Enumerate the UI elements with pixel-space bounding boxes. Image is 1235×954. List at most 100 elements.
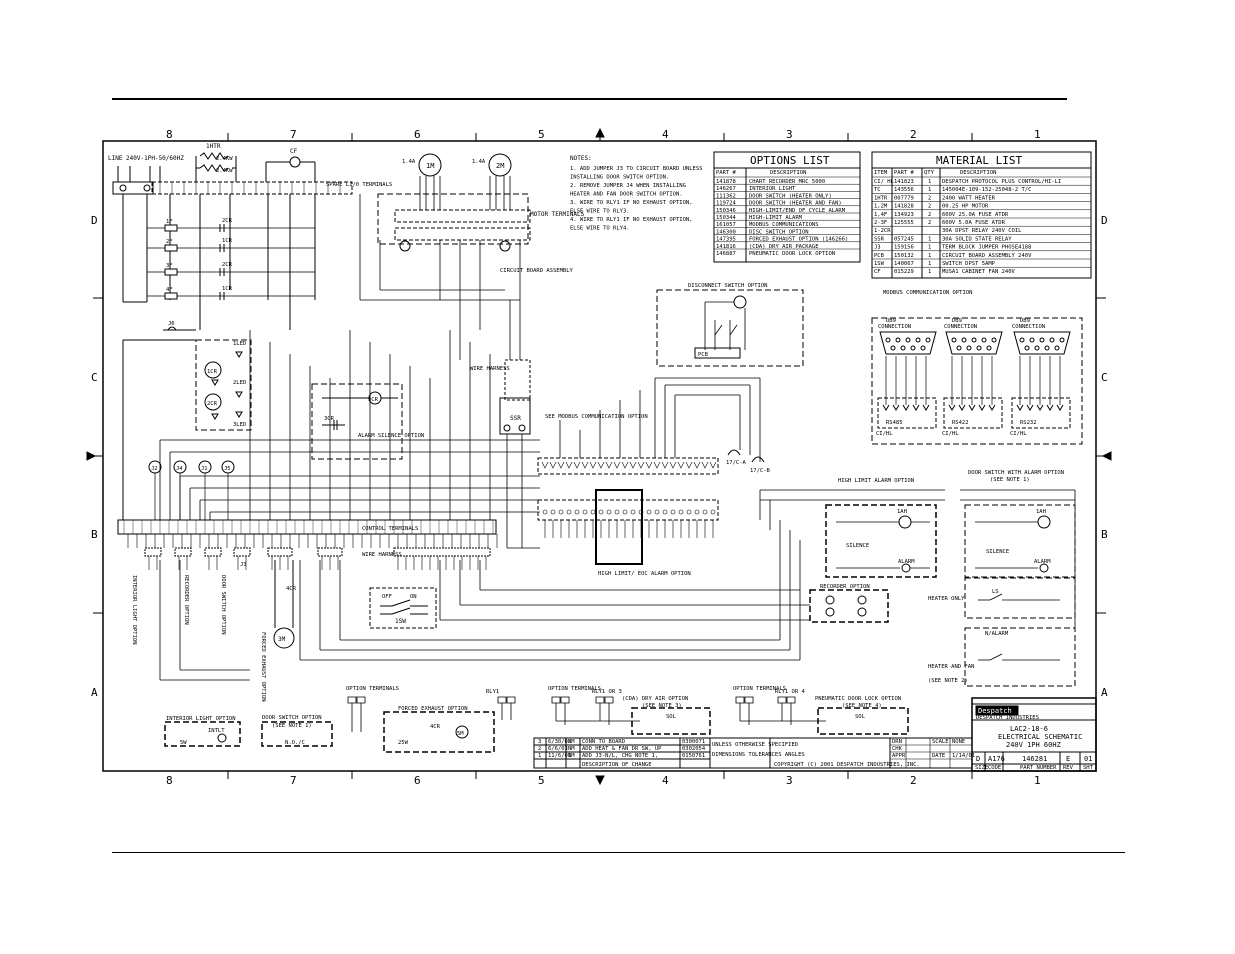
- material-item: TC: [874, 187, 881, 193]
- note-line: 2. REMOVE JUMPER J4 WHEN INSTALLING: [570, 183, 686, 189]
- motor-terminal-strip: [394, 209, 531, 223]
- drawn-label: DRN: [892, 739, 902, 745]
- alarm-silence-contact: 3CR: [324, 416, 335, 422]
- pneumatic-note: (SEE NOTE 4): [842, 703, 882, 709]
- n-alarm-label: N/ALARM: [985, 631, 1009, 637]
- grid-col-bottom-6: 6: [414, 774, 421, 787]
- wire-harness-label-2: WIRE HARNESS: [362, 552, 402, 558]
- jumper-label: J4: [176, 466, 183, 472]
- led-relay-block: 1CR 2CR 1LED 2LED 3LED: [195, 339, 252, 431]
- high-limit-option-label: HIGH LIMIT/ EOC ALARM OPTION: [598, 571, 691, 577]
- pneumatic-box: [817, 707, 909, 735]
- fuse-icon: [164, 244, 178, 252]
- relay-terminal: [622, 509, 628, 515]
- material-item: 1,2M: [874, 204, 888, 210]
- modbus-terminal: [968, 404, 976, 411]
- svg-text:J6: J6: [168, 321, 175, 327]
- despatch-logo-sub: DESPATCH INDUSTRIES: [976, 715, 1039, 721]
- motor-1m-amps: 1.4A: [402, 159, 416, 165]
- material-qty: 1: [928, 236, 931, 242]
- date-value: 1/14/01: [952, 753, 975, 759]
- db9-pin: [986, 345, 992, 351]
- drawing-spec: 240V 1PH 60HZ: [1006, 741, 1061, 749]
- material-part: 007779: [894, 195, 914, 201]
- material-part: 057245: [894, 236, 914, 242]
- relay-terminal: [542, 509, 548, 515]
- bottom-rule: [112, 852, 1125, 853]
- db9-pin: [1019, 337, 1025, 343]
- modbus-protocol: RS232: [1020, 420, 1037, 426]
- switch-1sw-label: 1SW: [395, 618, 406, 625]
- pcb-label: PCB: [698, 352, 709, 358]
- comm-terminal: [629, 461, 637, 469]
- forced-exhaust-motor: 5M: [457, 731, 464, 737]
- ssr-box: [499, 397, 531, 435]
- line-voltage-label: LINE 240V-1PH-50/60HZ: [108, 155, 184, 162]
- modbus-terminal: [988, 404, 996, 411]
- title-footer-label: SIZE: [975, 765, 988, 771]
- material-item: 1-2CR: [874, 228, 891, 234]
- date-label: DATE: [932, 753, 945, 759]
- options-part: 146887: [716, 251, 736, 257]
- comm-terminal: [637, 461, 645, 469]
- material-desc: 145004E-109-152-25048-2 T/C: [942, 187, 1031, 193]
- disconnect-switch-box: [656, 289, 804, 367]
- revision-ecn: 0150761: [682, 753, 705, 759]
- db9-pin: [905, 337, 911, 343]
- material-part: 134923: [894, 212, 914, 218]
- relay-terminal: [686, 509, 692, 515]
- harness-connector: [174, 547, 192, 557]
- door-switch-contact: N.O./C: [285, 740, 305, 746]
- grid-row-right-A: A: [1101, 686, 1108, 699]
- material-qty: 1: [928, 253, 931, 259]
- comm-terminal: [693, 461, 701, 469]
- control-terminal-strip: [117, 519, 497, 535]
- db9-pin: [951, 337, 957, 343]
- comm-terminal: [589, 461, 597, 469]
- modbus-db9: DB9: [1020, 318, 1030, 324]
- db9-connector-icon: [879, 331, 937, 355]
- options-part: 141878: [716, 179, 736, 185]
- cda-title: (CDA) DRY AIR OPTION: [622, 696, 688, 702]
- comm-terminal: [677, 461, 685, 469]
- comm-terminal: [709, 461, 717, 469]
- options-part: 161057: [716, 222, 736, 228]
- relay-1cr-label: 1CR: [207, 369, 218, 375]
- door-alarm-alarm: ALARM: [1034, 559, 1051, 565]
- alarm-silence-label: ALARM SILENCE OPTION: [358, 433, 424, 439]
- despatch-logo: Despatch: [978, 707, 1012, 715]
- top-rule: [112, 98, 1067, 100]
- motor-1m-icon: [418, 153, 442, 177]
- material-part: 140067: [894, 261, 914, 267]
- switch-off-label: OFF: [382, 594, 392, 600]
- material-part: 141823: [894, 179, 914, 185]
- fuse-label: 4F: [166, 287, 173, 293]
- material-part: 125555: [894, 220, 914, 226]
- revision-date: 6/30/03: [548, 739, 571, 745]
- cda-note: (SEE NOTE 3): [642, 703, 682, 709]
- relay-terminal: [582, 509, 588, 515]
- db9-pin: [1029, 337, 1035, 343]
- revision-date: 11/6/01: [548, 753, 571, 759]
- door-switch-box: [261, 721, 333, 747]
- note-line: 4. WIRE TO RLY1 IF NO EXHAUST OPTION,: [570, 217, 693, 223]
- heater-fan-note: (SEE NOTE 2): [928, 678, 968, 684]
- door-alarm-relay: 1AH: [1036, 509, 1046, 515]
- doc-code: A176: [988, 755, 1005, 763]
- db9-pin: [895, 337, 901, 343]
- title-footer-label: CODE: [988, 765, 1001, 771]
- material-item: 1HTR: [874, 195, 888, 201]
- relay-terminal: [694, 509, 700, 515]
- modbus-title: MODBUS COMMUNICATION OPTION: [883, 290, 972, 296]
- interior-light-label: INTERIOR LIGHT OPTION: [166, 716, 236, 722]
- notes-list: 1. ADD JUMPER J3 TO CIRCUIT BOARD UNLESS…: [570, 166, 702, 232]
- grid-col-bottom-5: 5: [538, 774, 545, 787]
- material-qty: 2: [928, 204, 931, 210]
- modbus-terminal: [948, 404, 956, 411]
- harness-connector: [204, 547, 222, 557]
- options-part: 150346: [716, 208, 736, 214]
- material-desc: DESPATCH PROTOCOL PLUS CONTROL/HI-LI: [942, 179, 1061, 185]
- part-number: 146281: [1022, 755, 1047, 763]
- material-qty: 1: [928, 245, 931, 251]
